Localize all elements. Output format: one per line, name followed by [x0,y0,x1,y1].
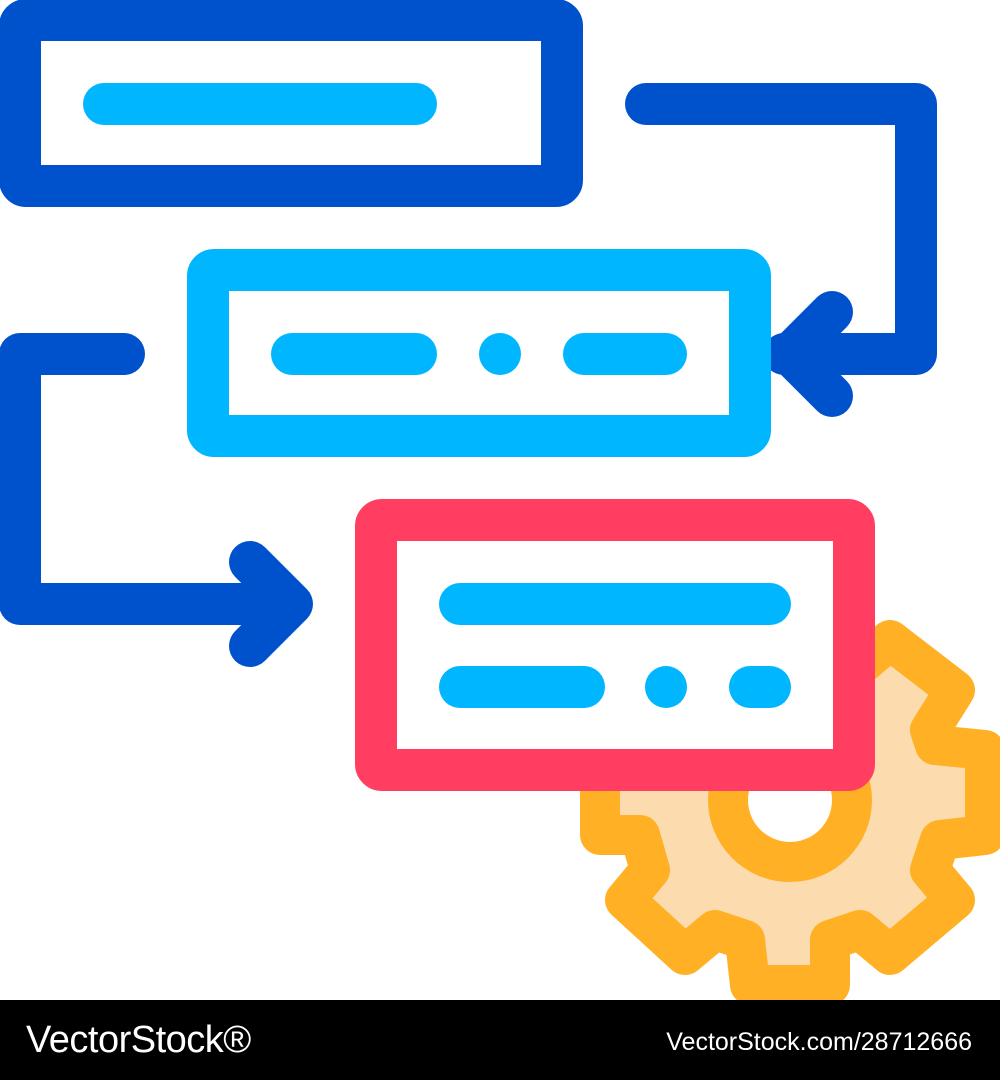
arrow-right-path [625,83,937,375]
process-box-3 [355,499,875,791]
workflow-illustration [0,0,1000,1000]
brand-logo: VectorStock® [26,1019,251,1061]
arrow-left-to-bottom [0,333,313,667]
arrow-left-head [229,541,313,667]
arrow-left-path [0,333,311,625]
process-box-1 [0,0,583,207]
arrow-right-to-middle [625,83,937,417]
box-3-frame [355,499,875,791]
image-credit: VectorStock.com/28712666 [666,1028,972,1056]
box-2-frame [187,249,771,457]
process-box-2 [187,249,771,457]
watermark-footer: VectorStock® VectorStock.com/28712666 [0,1000,1000,1080]
box-2-dot [479,333,521,375]
arrow-right-head [769,291,853,417]
box-3-dot [645,666,687,708]
